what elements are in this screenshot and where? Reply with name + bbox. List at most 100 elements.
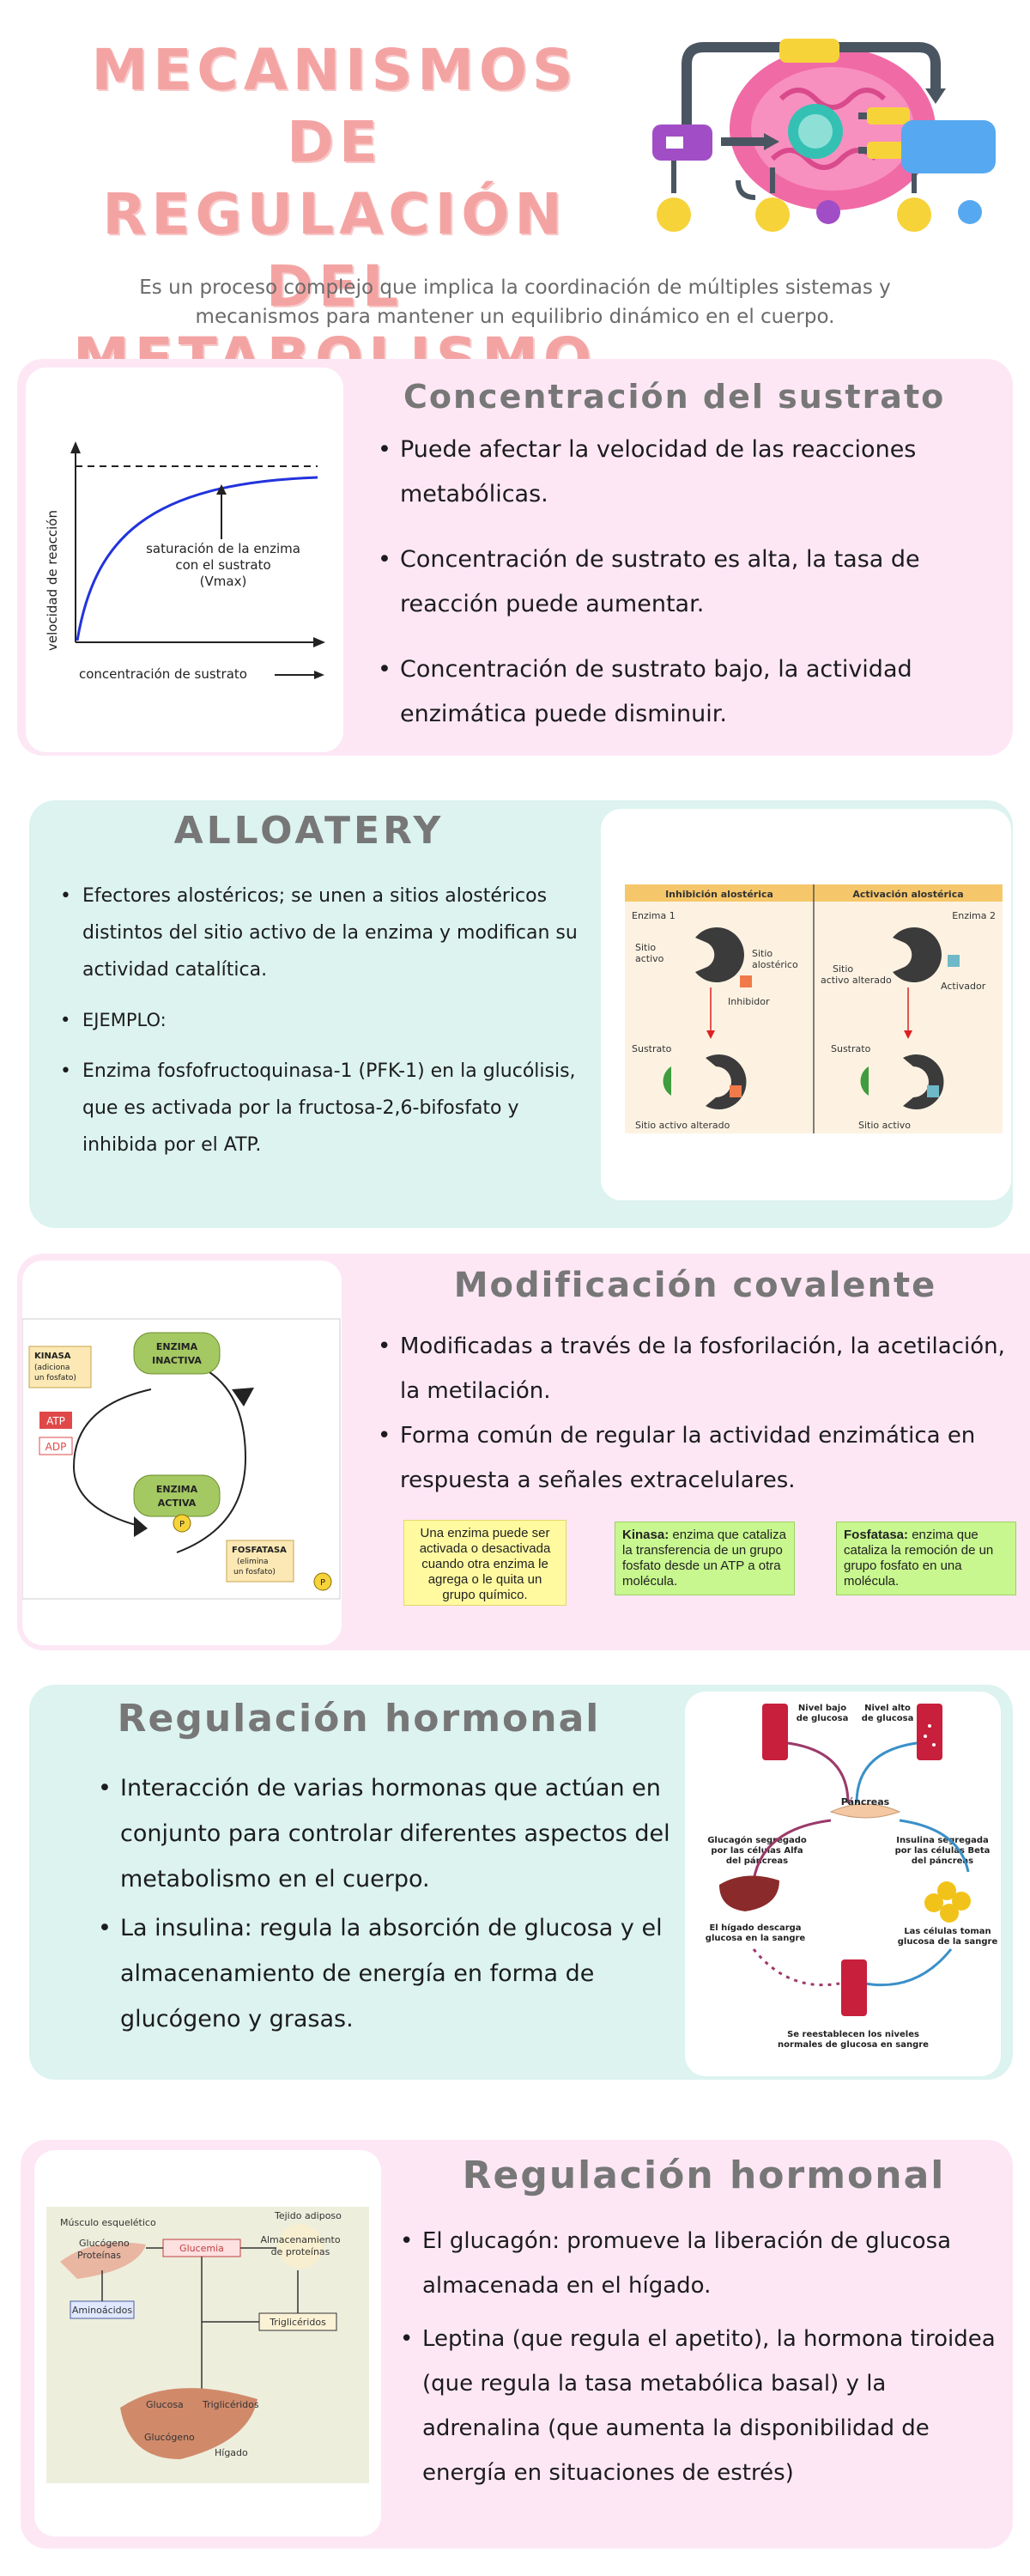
pancreas-label: Páncreas bbox=[841, 1796, 890, 1807]
enzyme-2-label: Enzima 2 bbox=[952, 910, 996, 921]
annotation-line-1: saturación de la enzima bbox=[146, 541, 300, 556]
bullet-item: Modificadas a través de la fosforilación… bbox=[374, 1324, 1009, 1413]
bullet-item: Puede afectar la velocidad de las reacci… bbox=[374, 428, 975, 517]
atp-label: ATP bbox=[46, 1415, 65, 1427]
kinase-label-3: un fosfato) bbox=[34, 1374, 76, 1382]
section-hormonal-bullets-2: El glucagón: promueve la liberación de g… bbox=[397, 2219, 1008, 2495]
glucose-liver-label: Glucosa bbox=[146, 2399, 184, 2410]
glucagon-label-3: del páncreas bbox=[726, 1856, 788, 1866]
liver-release-label: El hígado descarga bbox=[709, 1923, 801, 1933]
glycogen-liver-label: Glucógeno bbox=[144, 2432, 195, 2443]
bullet-item: Concentración de sustrato es alta, la ta… bbox=[374, 538, 975, 627]
bullet-item: Forma común de regular la actividad enzi… bbox=[374, 1413, 1009, 1503]
annotation-line-2: con el sustrato bbox=[175, 557, 270, 573]
note-kinase: Kinasa: enzima que cataliza la transfere… bbox=[615, 1522, 795, 1595]
covalent-figure-box: ENZIMA INACTIVA ENZIMA ACTIVA P KINASA (… bbox=[21, 1261, 342, 1645]
high-glucose-label-2: de glucosa bbox=[862, 1714, 914, 1723]
enzyme-1-label: Enzima 1 bbox=[632, 910, 676, 921]
active-site-bottom-label: Sitio activo bbox=[858, 1120, 911, 1131]
allosteric-site-label-2: alostérico bbox=[752, 959, 798, 970]
active-enzyme-label-2: ACTIVA bbox=[158, 1498, 197, 1509]
page-subtitle: Es un proceso complejo que implica la co… bbox=[139, 276, 891, 328]
section-allosteric-title: ALLOATERY bbox=[173, 809, 445, 853]
active-site-label-2: activo bbox=[635, 953, 664, 964]
storage-label: Almacenamiento bbox=[260, 2234, 340, 2245]
glucose-regulation-figure-box: Nivel bajo de glucosa Nivel alto de gluc… bbox=[685, 1692, 1001, 2076]
storage-label-2: de proteínas bbox=[271, 2246, 330, 2257]
phosphatase-definition: enzima que cataliza la remoción de un gr… bbox=[844, 1528, 994, 1589]
title-line-2: REGULACIÓN DEL bbox=[102, 181, 567, 319]
altered-site-label: Sitio bbox=[833, 963, 853, 975]
allosteric-figure-box: Inhibición alostérica Activación alostér… bbox=[601, 809, 1011, 1200]
phosphatase-label-3: un fosfato) bbox=[233, 1568, 276, 1577]
allosteric-site-label: Sitio bbox=[752, 948, 772, 959]
inactive-enzyme-label-2: INACTIVA bbox=[152, 1355, 202, 1366]
glycogen-muscle-label: Glucógeno bbox=[79, 2238, 130, 2249]
header-inhibition: Inhibición alostérica bbox=[665, 889, 773, 900]
glucose-regulation-figure: Nivel bajo de glucosa Nivel alto de gluc… bbox=[706, 1704, 998, 2050]
proteins-label: Proteínas bbox=[77, 2250, 121, 2261]
kinase-definition: enzima que cataliza la transferencia de … bbox=[622, 1528, 786, 1589]
triglycerides-liver-label: Triglicéridos bbox=[202, 2399, 259, 2410]
restored-levels-label: Se reestablecen los niveles bbox=[787, 2030, 919, 2039]
metabolism-cell-illustration bbox=[652, 39, 996, 232]
x-axis-label: concentración de sustrato bbox=[79, 666, 247, 682]
inactive-enzyme-label: ENZIMA bbox=[156, 1341, 198, 1352]
title-line-1: MECANISMOS DE bbox=[91, 37, 579, 175]
section-covalent-title: Modificación covalente bbox=[453, 1266, 937, 1305]
phosphate-label: P bbox=[179, 1520, 185, 1529]
kinase-term: Kinasa: bbox=[622, 1528, 670, 1542]
glucagon-label-2: por las células Alfa bbox=[711, 1845, 803, 1856]
section-allosteric-bullets: Efectores alostéricos; se unen a sitios … bbox=[57, 878, 589, 1163]
allosteric-regulation-figure: Inhibición alostérica Activación alostér… bbox=[625, 884, 1003, 1133]
bullet-item: Interacción de varias hormonas que actúa… bbox=[94, 1765, 678, 1902]
altered-active-site-label: Sitio activo alterado bbox=[635, 1120, 730, 1131]
high-glucose-label: Nivel alto bbox=[864, 1704, 911, 1713]
section-covalent-bullets: Modificadas a través de la fosforilación… bbox=[374, 1324, 1009, 1503]
bullet-item: EJEMPLO: bbox=[57, 1002, 589, 1039]
metabolism-organs-figure-box: Músculo esquelético Tejido adiposo Glucó… bbox=[34, 2150, 381, 2537]
cells-uptake-label: Las células toman bbox=[904, 1926, 991, 1936]
low-glucose-label: Nivel bajo bbox=[798, 1704, 846, 1713]
header-activation: Activación alostérica bbox=[852, 889, 963, 900]
section-substrate-title: Concentración del sustrato bbox=[403, 378, 946, 416]
cells-uptake-label-2: glucosa de la sangre bbox=[898, 1937, 998, 1947]
page-title: MECANISMOS DE REGULACIÓN DEL METABOLISMO bbox=[52, 34, 618, 395]
restored-levels-label-2: normales de glucosa en sangre bbox=[778, 2040, 929, 2050]
insulin-label: Insulina segregada bbox=[896, 1836, 989, 1845]
metabolism-organs-figure: Músculo esquelético Tejido adiposo Glucó… bbox=[46, 2207, 369, 2483]
y-axis-label: velocidad de reacción bbox=[45, 510, 60, 651]
phosphatase-term: Fosfatasa: bbox=[844, 1528, 909, 1542]
adipose-label: Tejido adiposo bbox=[274, 2210, 342, 2221]
bullet-item: Leptina (que regula el apetito), la horm… bbox=[397, 2317, 1008, 2495]
liver-release-label-2: glucosa en la sangre bbox=[706, 1934, 806, 1943]
inhibitor-label: Inhibidor bbox=[728, 996, 770, 1007]
adp-label: ADP bbox=[45, 1441, 67, 1453]
phosphatase-label: FOSFATASA bbox=[232, 1546, 287, 1555]
bullet-item: La insulina: regula la absorción de gluc… bbox=[94, 1905, 678, 2042]
low-glucose-label-2: de glucosa bbox=[797, 1714, 849, 1723]
phosphate-label-free: P bbox=[320, 1578, 325, 1588]
section-hormonal-title-2: Regulación hormonal bbox=[462, 2154, 946, 2197]
note-covalent-definition: Una enzima puede ser activada o desactiv… bbox=[403, 1520, 566, 1606]
bullet-item: Concentración de sustrato bajo, la activ… bbox=[374, 647, 975, 737]
insulin-label-2: por las células Beta bbox=[895, 1845, 991, 1856]
section-substrate-bullets: Puede afectar la velocidad de las reacci… bbox=[374, 428, 975, 737]
substrate-figure-box: saturación de la enzima con el sustrato … bbox=[26, 368, 343, 752]
note-phosphatase: Fosfatasa: enzima que cataliza la remoci… bbox=[836, 1522, 1016, 1595]
insulin-label-3: del páncreas bbox=[912, 1856, 973, 1866]
glucagon-label: Glucagón segregado bbox=[707, 1835, 807, 1845]
active-site-label: Sitio bbox=[635, 942, 656, 953]
activator-label: Activador bbox=[941, 981, 986, 992]
liver-label: Hígado bbox=[215, 2447, 248, 2458]
altered-site-label-2: activo alterado bbox=[821, 975, 892, 986]
glycemia-label: Glucemia bbox=[179, 2243, 224, 2254]
muscle-label: Músculo esquelético bbox=[60, 2217, 156, 2228]
section-hormonal-bullets-1: Interacción de varias hormonas que actúa… bbox=[94, 1765, 678, 2042]
triglycerides-box-label: Triglicéridos bbox=[269, 2317, 326, 2328]
phosphatase-label-2: (elimina bbox=[237, 1558, 269, 1566]
bullet-item: Efectores alostéricos; se unen a sitios … bbox=[57, 878, 589, 988]
bullet-item: El glucagón: promueve la liberación de g… bbox=[397, 2219, 1008, 2308]
annotation-line-3: (Vmax) bbox=[200, 574, 247, 589]
